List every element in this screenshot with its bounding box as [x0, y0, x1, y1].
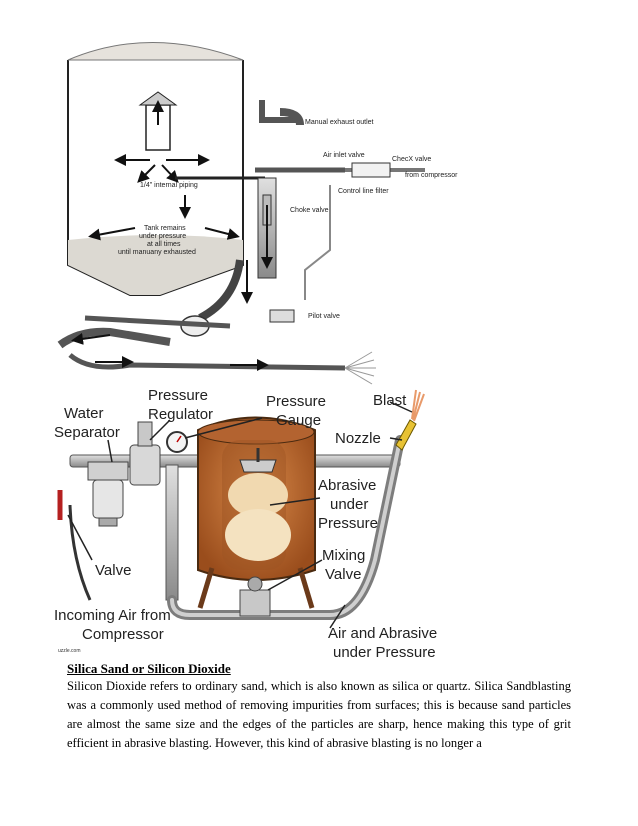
label-tank-4: until manuany exhausted: [118, 249, 196, 256]
sand-bottom: [68, 235, 243, 295]
label-air-inlet: Air inlet valve: [323, 152, 365, 159]
pilot-valve-body: [269, 309, 295, 323]
label-mixing-1: Mixing: [322, 547, 365, 564]
label-internal-piping: 1/4" internal piping: [140, 182, 198, 189]
blast-pot: [197, 416, 316, 609]
label-control-filter: Control line filter: [338, 188, 389, 195]
label-air-abrasive-1: Air and Abrasive: [328, 625, 437, 642]
label-abrasive-3: Pressure: [318, 515, 378, 532]
label-checx: ChecX valve: [392, 156, 431, 163]
blast-spray: [411, 389, 425, 422]
label-regulator-2: Regulator: [148, 406, 213, 423]
water-separator: [87, 461, 129, 527]
label-from-compressor: from compressor: [405, 172, 458, 179]
source-credit: uzzle.com: [58, 648, 81, 654]
label-manual-exhaust: Manual exhaust outlet: [305, 119, 374, 126]
sandblaster-diagrams: Manual exhaust outlet Air inlet valve Ch…: [54, 42, 458, 660]
label-water-1: Water: [64, 405, 103, 422]
label-nozzle: Nozzle: [335, 430, 381, 447]
left-down-pipe: [165, 464, 179, 601]
label-tank-1: Tank remains: [144, 225, 186, 232]
label-tank-2: under pressure: [139, 233, 186, 240]
body-paragraph: Silicon Dioxide refers to ordinary sand,…: [67, 679, 571, 750]
label-blast: Blast: [373, 392, 407, 409]
label-abrasive-2: under: [330, 496, 368, 513]
pressure-tank-diagram: Manual exhaust outlet Air inlet valve Ch…: [57, 42, 458, 385]
label-tank-3: at all times: [147, 241, 181, 248]
label-gauge-2: Gauge: [276, 412, 321, 429]
label-incoming-2: Compressor: [82, 626, 164, 643]
label-abrasive-1: Abrasive: [318, 477, 376, 494]
label-gauge-1: Pressure: [266, 393, 326, 410]
label-incoming-1: Incoming Air from: [54, 607, 171, 624]
label-mixing-2: Valve: [325, 566, 361, 583]
checx-valve-body: [351, 162, 391, 178]
label-pilot: Pilot valve: [308, 313, 340, 320]
mixing-valve: [239, 589, 271, 617]
label-valve: Valve: [95, 562, 131, 579]
nozzle: [395, 419, 417, 451]
label-choke: Choke valve: [290, 207, 329, 214]
label-regulator-1: Pressure: [148, 387, 208, 404]
sandblaster-schematic: Water Separator Pressure Regulator Press…: [54, 387, 437, 660]
section-heading: Silica Sand or Silicon Dioxide: [67, 661, 231, 676]
sand-top: [67, 42, 244, 61]
pressure-regulator: [129, 421, 161, 486]
label-water-2: Separator: [54, 424, 120, 441]
label-air-abrasive-2: under Pressure: [333, 644, 436, 660]
